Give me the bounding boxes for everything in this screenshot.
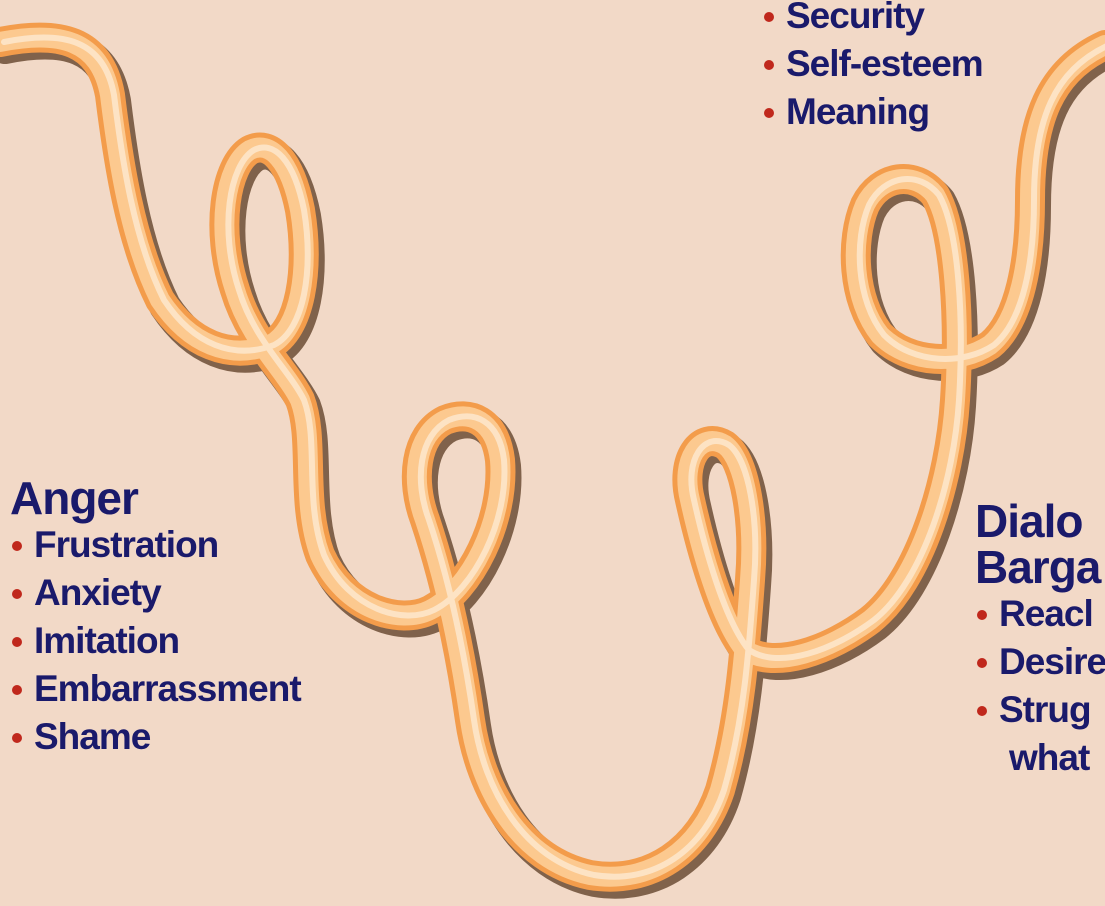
list-item: Self-esteem xyxy=(762,40,983,88)
anger-heading: Anger xyxy=(10,475,301,521)
list-item: Imitation xyxy=(10,617,301,665)
list-item: Desire xyxy=(975,638,1105,686)
list-item: Security xyxy=(762,0,983,40)
list-item: Anxiety xyxy=(10,569,301,617)
list-item-continuation: what xyxy=(999,734,1105,782)
dialog-heading-line1: Dialo xyxy=(975,498,1105,544)
list-item: Meaning xyxy=(762,88,983,136)
list-item: Embarrassment xyxy=(10,665,301,713)
dialog-heading-line2: Barga xyxy=(975,544,1105,590)
dialog-list: Reacl Desire Strug what xyxy=(975,590,1105,782)
list-item: Frustration xyxy=(10,521,301,569)
list-item: Strug what xyxy=(975,686,1105,782)
list-item: Shame xyxy=(10,713,301,761)
anger-block: Anger Frustration Anxiety Imitation Emba… xyxy=(10,475,301,761)
top-needs-list: Security Self-esteem Meaning xyxy=(762,0,983,136)
anger-list: Frustration Anxiety Imitation Embarrassm… xyxy=(10,521,301,761)
top-needs-block: Security Self-esteem Meaning xyxy=(762,0,983,136)
dialog-bargaining-block: Dialo Barga Reacl Desire Strug what xyxy=(975,498,1105,782)
list-item: Reacl xyxy=(975,590,1105,638)
list-item-text: Strug xyxy=(999,689,1091,730)
